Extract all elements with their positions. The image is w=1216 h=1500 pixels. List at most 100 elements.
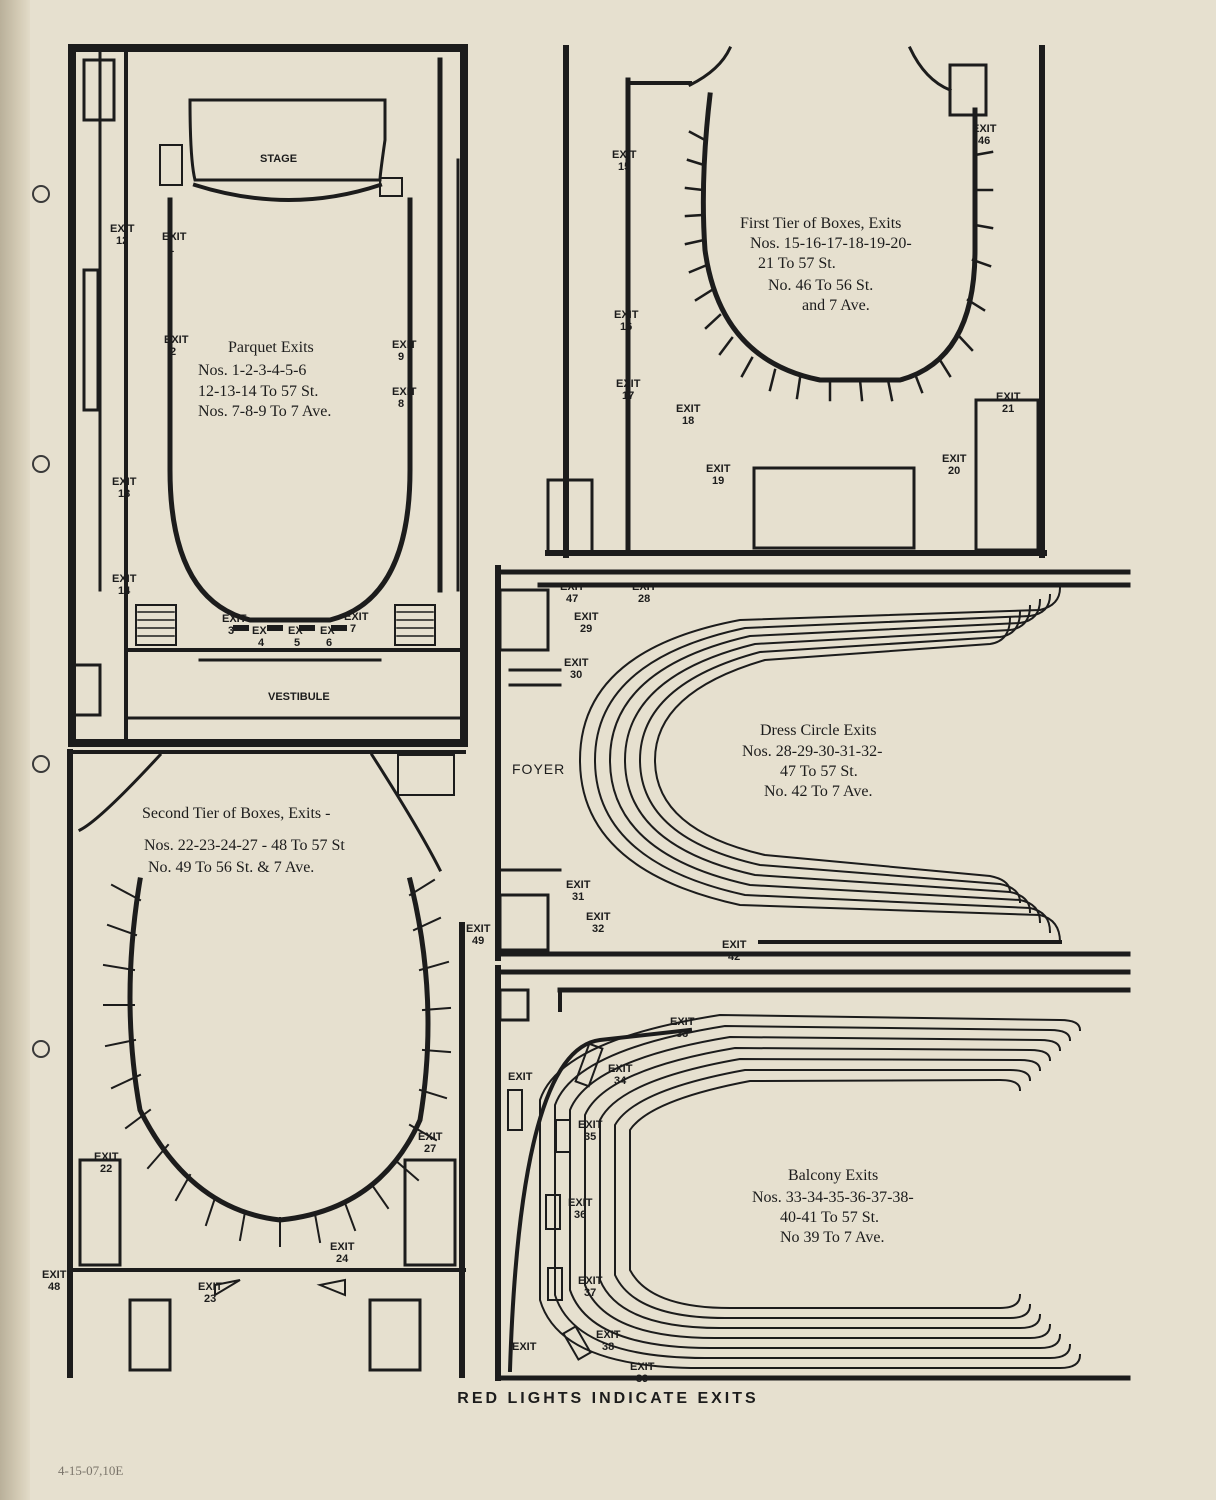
second-tier-plan (67, 749, 466, 1378)
exit-number: 8 (398, 398, 404, 410)
exit-number: 49 (472, 935, 484, 947)
exit-word: EXIT (722, 939, 747, 951)
exit-number: 27 (424, 1143, 436, 1155)
exit-word: EXIT (630, 1361, 655, 1373)
exit-word: EXIT (578, 1119, 603, 1131)
exit-number: 30 (570, 669, 582, 681)
exit-word: EXIT (222, 613, 247, 625)
exit-number: 17 (622, 390, 634, 402)
section-labels: STAGE VESTIBULE FOYER Parquet Exits Nos.… (142, 153, 914, 1246)
exit-word: EXIT (574, 611, 599, 623)
exit-word: EXIT (676, 403, 701, 415)
exit-number: 37 (584, 1287, 596, 1299)
binding-stitch (32, 1040, 50, 1058)
exit-number: 32 (592, 923, 604, 935)
exit-number: 9 (398, 351, 404, 363)
exits-caption: RED LIGHTS INDICATE EXITS (457, 1390, 759, 1407)
balcony-line-3: No 39 To 7 Ave. (780, 1229, 885, 1246)
exit-word: EX (320, 625, 335, 637)
parquet-line-1: Nos. 1-2-3-4-5-6 (198, 362, 306, 379)
parquet-title: Parquet Exits (228, 339, 314, 356)
exit-word: EXIT (164, 334, 189, 346)
exit-number: 24 (336, 1253, 349, 1265)
exit-word: EXIT (996, 391, 1021, 403)
exit-word: EXIT (972, 123, 997, 135)
exit-word: EXIT (112, 573, 137, 585)
exit-number: 23 (204, 1293, 216, 1305)
exit-number: 16 (620, 321, 632, 333)
binding-stitch (32, 755, 50, 773)
parquet-line-3: Nos. 7-8-9 To 7 Ave. (198, 403, 331, 420)
exit-word: EXIT (706, 463, 731, 475)
exit-word: EXIT (418, 1131, 443, 1143)
exit-number: 14 (118, 585, 131, 597)
first-tier-line-2: 21 To 57 St. (758, 255, 836, 272)
exit-word: EXIT (392, 339, 417, 351)
dress-circle-title: Dress Circle Exits (760, 722, 876, 739)
exit-number: 15 (618, 161, 630, 173)
dress-circle-line-3: No. 42 To 7 Ave. (764, 783, 873, 800)
exit-number: 39 (636, 1373, 648, 1385)
exit-number: 18 (682, 415, 694, 427)
exit-word: EXIT (596, 1329, 621, 1341)
vestibule-label: VESTIBULE (268, 691, 330, 703)
exit-word: EXIT (162, 231, 187, 243)
second-tier-title: Second Tier of Boxes, Exits - (142, 805, 330, 822)
exit-word: EXIT (110, 223, 135, 235)
exit-number: 22 (100, 1163, 112, 1175)
exit-number: 34 (614, 1075, 627, 1087)
exit-word: EXIT (670, 1016, 695, 1028)
exit-number: 36 (574, 1209, 586, 1221)
exit-word: EXIT (112, 476, 137, 488)
dress-circle-plan (495, 565, 1131, 961)
balcony-line-2: 40-41 To 57 St. (780, 1209, 879, 1226)
exit-word: EXIT (198, 1281, 223, 1293)
exit-number: 12 (116, 235, 128, 247)
exit-word: EXIT (616, 378, 641, 390)
exit-word: EXIT (560, 581, 585, 593)
first-tier-line-4: and 7 Ave. (802, 297, 870, 314)
exit-number: 1 (168, 243, 174, 255)
parquet-line-2: 12-13-14 To 57 St. (198, 383, 318, 400)
exit-word: EX (288, 625, 303, 637)
foyer-label: FOYER (512, 761, 565, 777)
exit-word: EXIT (42, 1269, 67, 1281)
exit-word: EXIT (94, 1151, 119, 1163)
exit-number: 21 (1002, 403, 1014, 415)
exit-number: 46 (978, 135, 990, 147)
first-tier-line-3: No. 46 To 56 St. (768, 277, 873, 294)
exit-word: EXIT (344, 611, 369, 623)
second-tier-line-1: Nos. 22-23-24-27 - 48 To 57 St (144, 837, 345, 854)
exit-number: 33 (676, 1028, 688, 1040)
exit-number: 38 (602, 1341, 614, 1353)
exit-number: 47 (566, 593, 578, 605)
exit-number: 35 (584, 1131, 596, 1143)
exit-label: EXIT (512, 1341, 537, 1353)
